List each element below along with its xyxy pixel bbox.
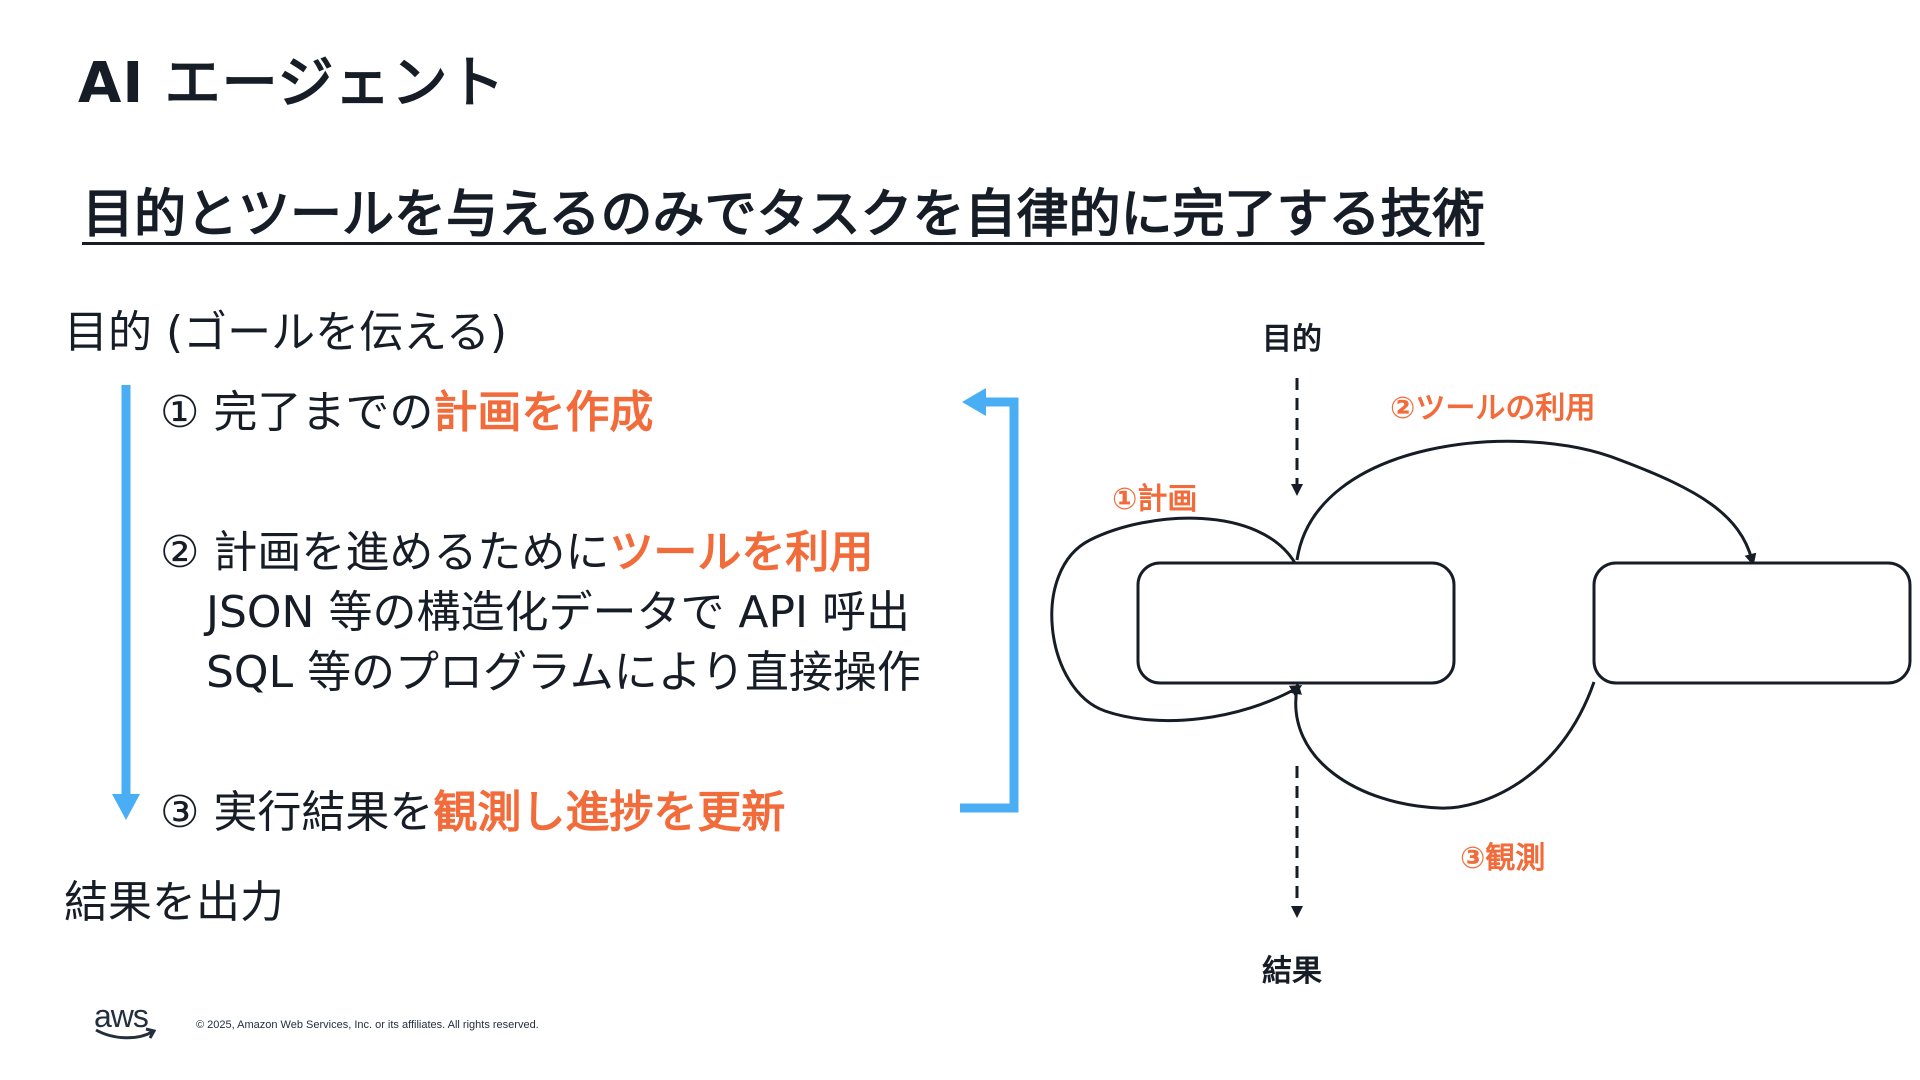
- step-2-prefix: ② 計画を進めるために: [160, 527, 610, 578]
- copyright-notice: © 2025, Amazon Web Services, Inc. or its…: [196, 1019, 539, 1031]
- observe-arrow: [1290, 681, 1596, 810]
- plan-loop-arrow: [1050, 516, 1303, 723]
- step-1: ① 完了までの計画を作成: [160, 376, 653, 440]
- diagram-observe-label: ③観測: [1460, 841, 1546, 876]
- tool-use-arrow: [1295, 439, 1757, 566]
- aws-smile-icon: [95, 1027, 157, 1040]
- step-1-prefix: ① 完了までの: [160, 387, 434, 438]
- step-2: ② 計画を進めるためにツールを利用: [160, 516, 873, 580]
- agent-box: [1136, 561, 1456, 685]
- step-2-highlight: ツールを利用: [609, 527, 874, 578]
- step-3: ③ 実行結果を観測し進捗を更新: [160, 776, 785, 840]
- return-bracket-arrow: [960, 397, 1019, 813]
- step-2-detail-1: JSON 等の構造化データで API 呼出: [206, 587, 911, 638]
- aws-logo-text: aws: [94, 998, 149, 1034]
- slide-title: AI エージェント: [78, 51, 506, 116]
- down-arrow-head: [112, 794, 140, 820]
- step-1-highlight: 計画を作成: [433, 387, 654, 438]
- diagram-tool-label: ②ツールの利用: [1390, 391, 1596, 426]
- step-2-detail-2: SQL 等のプログラムにより直接操作: [206, 647, 921, 698]
- result-line: 結果を出力: [64, 877, 284, 928]
- diagram-plan-label: ①計画: [1112, 482, 1198, 517]
- diagram-result-label: 結果: [1262, 954, 1322, 989]
- slide-subtitle: 目的とツールを与えるのみでタスクを自律的に完了する技術: [82, 185, 1485, 245]
- goal-line: 目的 (ゴールを伝える): [64, 307, 507, 358]
- step-3-highlight: 観測し進捗を更新: [433, 787, 786, 838]
- tool-box: [1592, 561, 1912, 685]
- step-3-prefix: ③ 実行結果を: [160, 787, 434, 838]
- return-bracket-arrow-head: [962, 388, 986, 416]
- diagram-goal-label: 目的: [1262, 322, 1322, 357]
- aws-logo: aws: [94, 998, 149, 1035]
